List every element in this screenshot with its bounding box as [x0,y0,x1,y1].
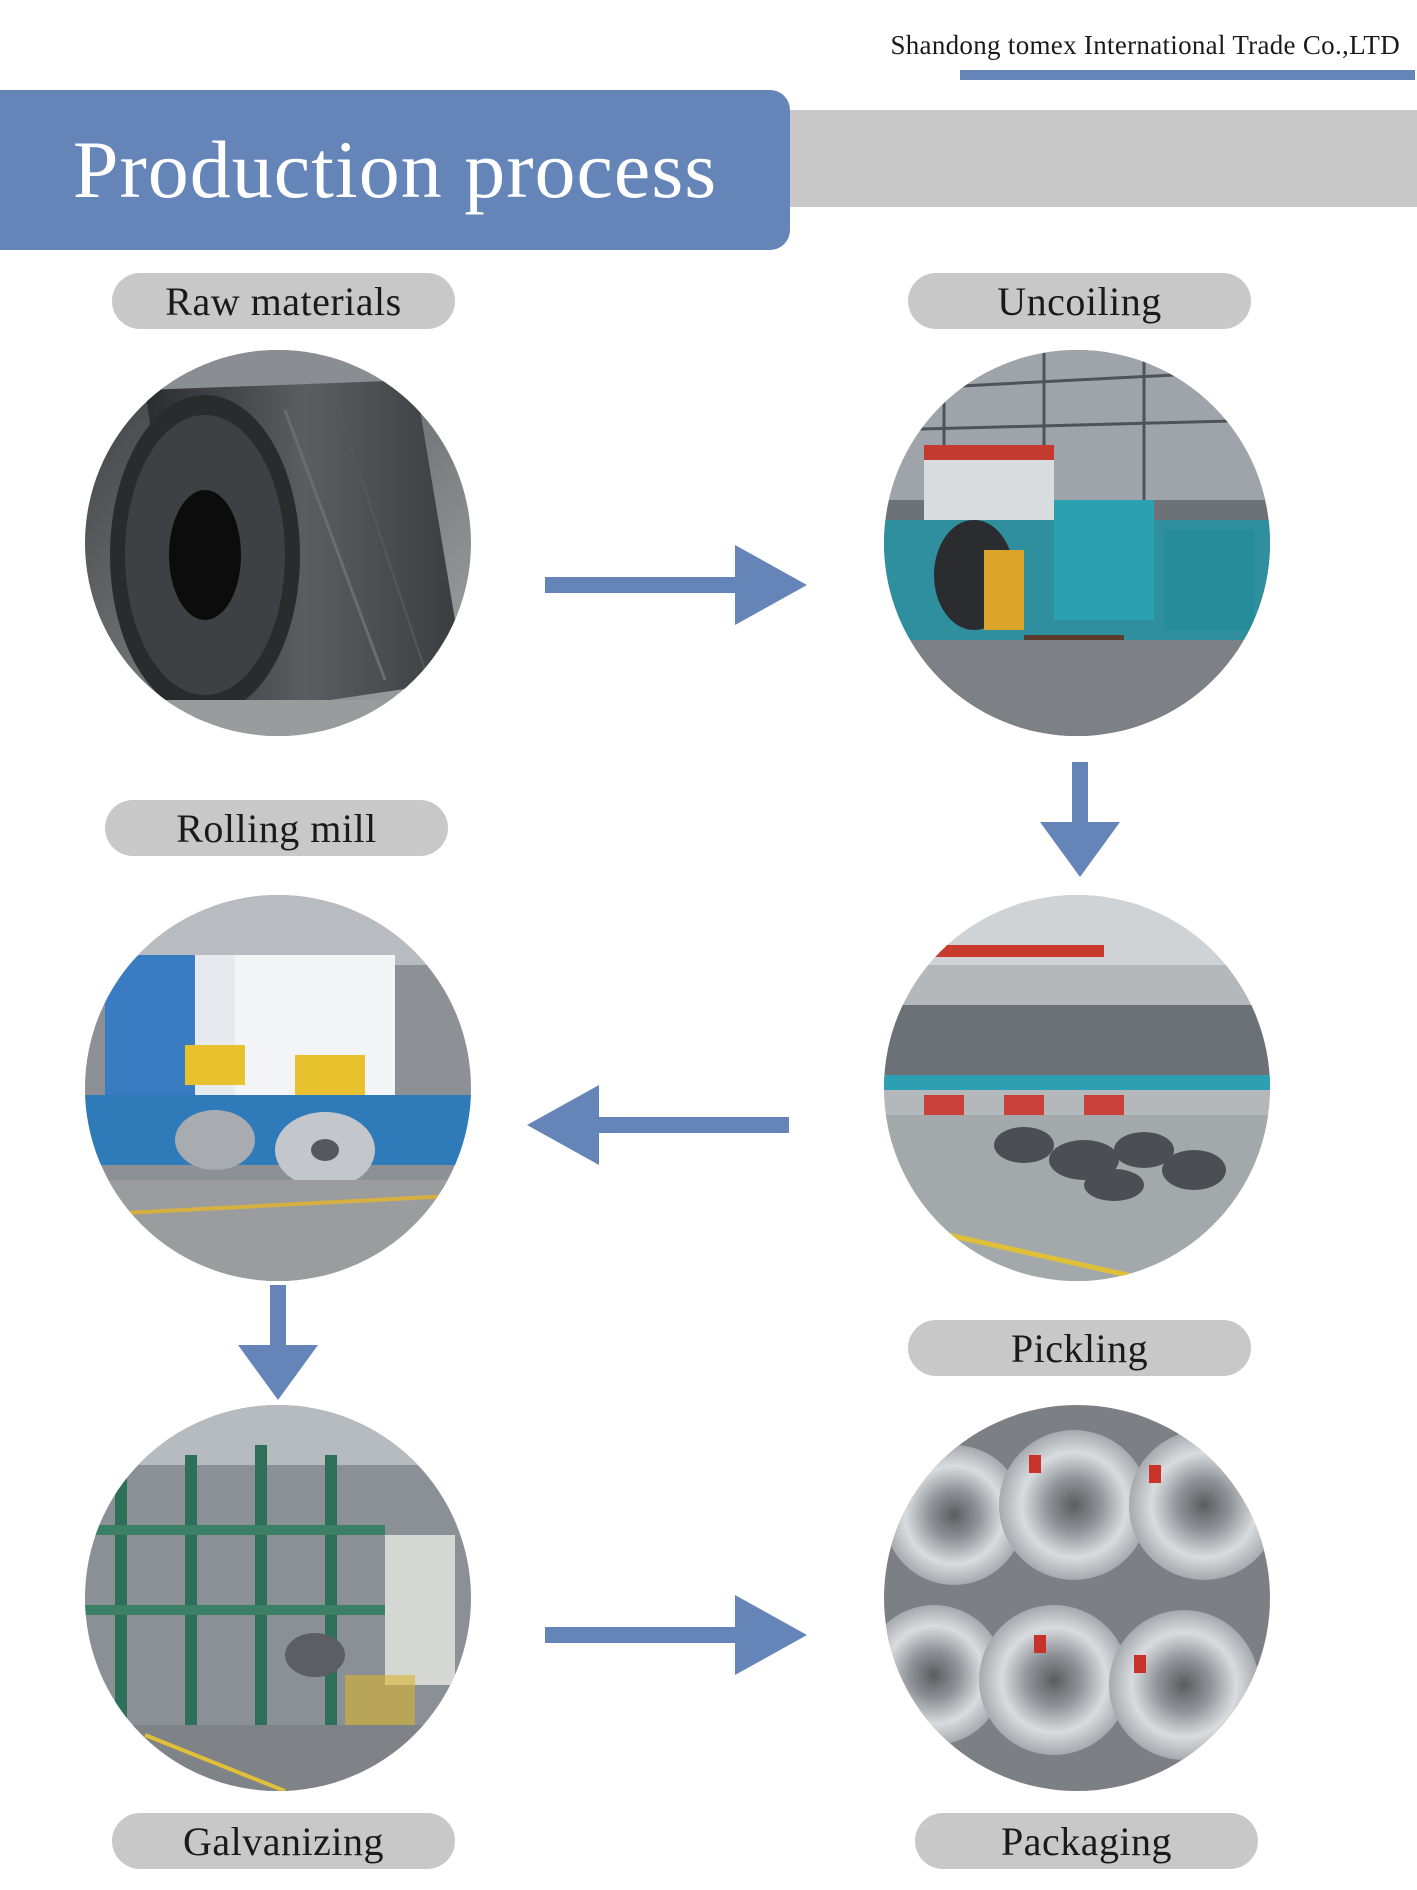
uncoiling-image [884,350,1270,736]
pickling-image [884,895,1270,1281]
page-title: Production process [72,124,718,215]
raw-materials-image [85,350,471,736]
galvanizing-image [85,1405,471,1791]
step-label-galvanizing: Galvanizing [112,1813,455,1869]
step-label-uncoiling: Uncoiling [908,273,1251,329]
arrow-right-icon [545,545,807,625]
arrow-left-icon [527,1085,789,1165]
company-underline [960,70,1415,80]
arrow-down-icon [238,1285,318,1400]
step-label-packaging: Packaging [915,1813,1258,1869]
step-label-pickling: Pickling [908,1320,1251,1376]
step-label-rolling-mill: Rolling mill [105,800,448,856]
arrow-down-icon [1040,762,1120,877]
step-label-raw-materials: Raw materials [112,273,455,329]
title-banner: Production process [0,90,790,250]
title-grey-bar [780,110,1417,207]
arrow-right-icon [545,1595,807,1675]
packaging-image [884,1405,1270,1791]
company-name: Shandong tomex International Trade Co.,L… [890,30,1400,60]
rolling-mill-image [85,895,471,1281]
